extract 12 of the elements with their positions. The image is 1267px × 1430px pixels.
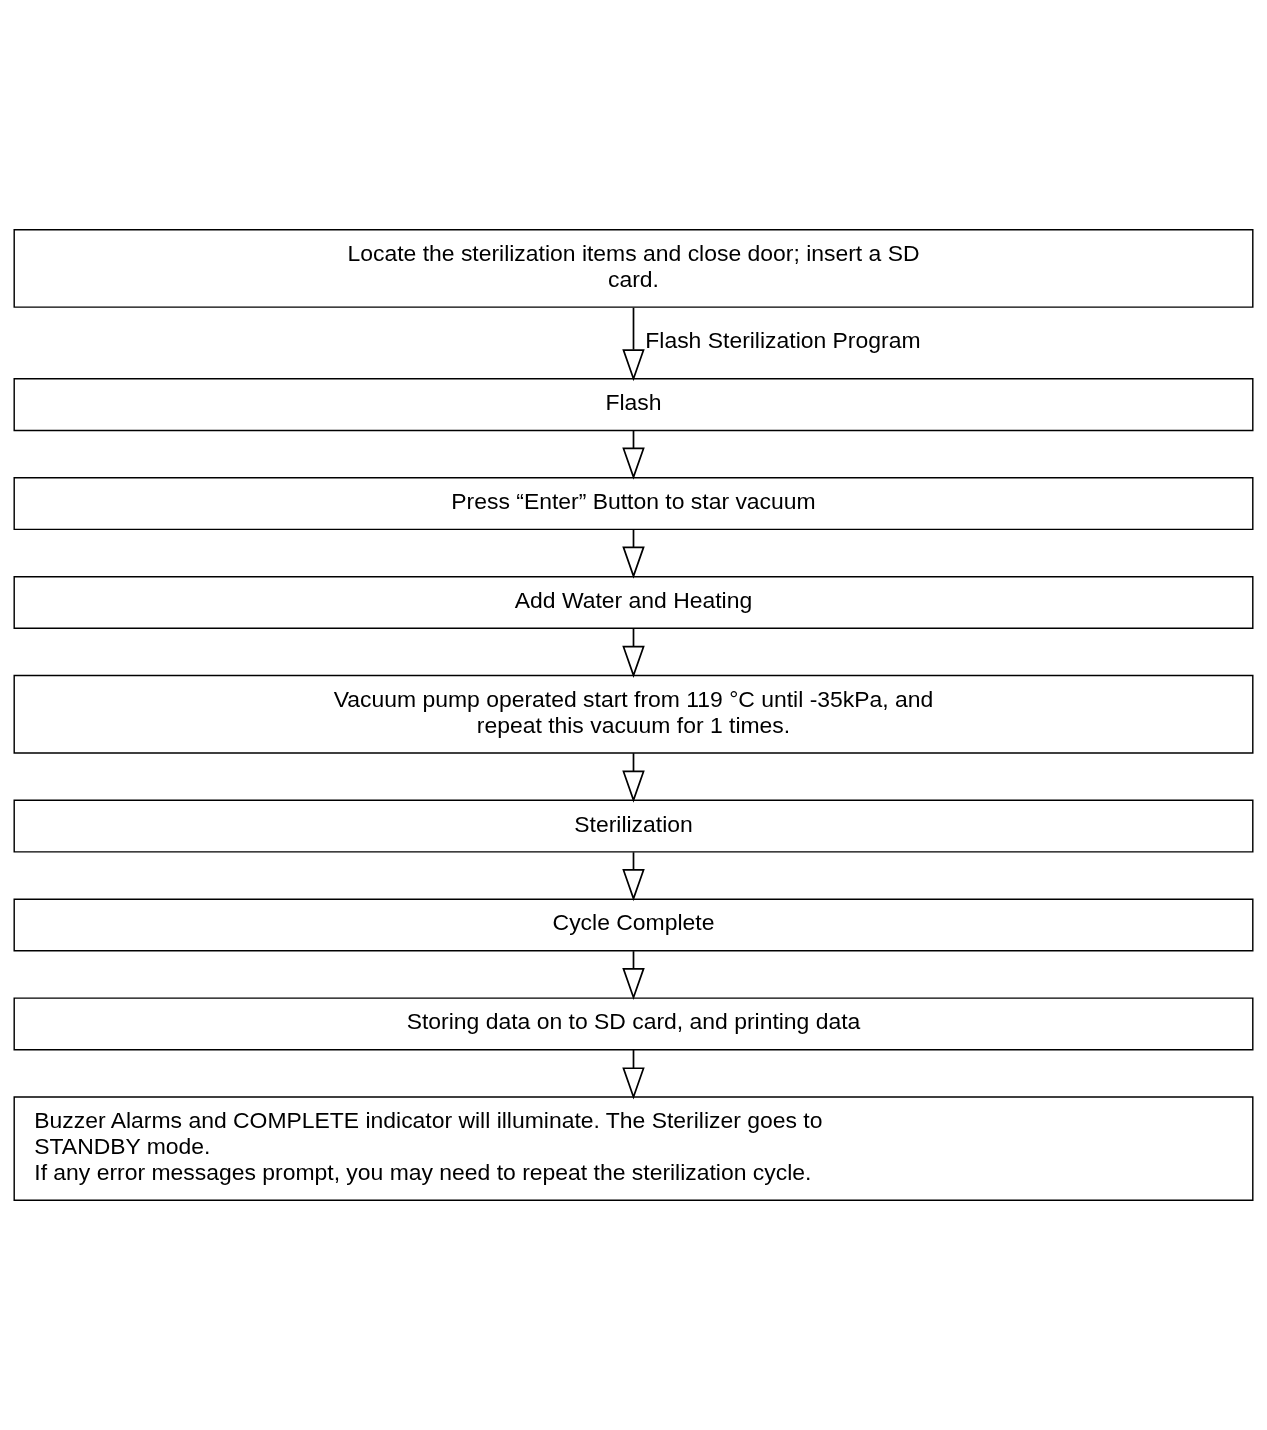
node-box: Cycle Complete	[13, 898, 1254, 952]
node-box: Storing data on to SD card, and printing data	[13, 997, 1254, 1051]
node-box: Add Water and Heating	[13, 575, 1254, 629]
node-box: Flash	[13, 378, 1254, 432]
node-box: Vacuum pump operated start from 119 °C until -35kPa, and repeat this vacuum for 1 times.	[13, 674, 1254, 754]
arrow	[622, 306, 645, 382]
node-box: Buzzer Alarms and COMPLETE indicator will illuminate. The Sterilizer goes to STANDBY mode. If any error messages prompt, you may need to repeat the sterilization cycle.	[13, 1096, 1254, 1201]
node-box: Sterilization	[13, 799, 1254, 853]
arrow	[622, 752, 645, 803]
node-box: Press “Enter” Button to star vacuum	[13, 477, 1254, 531]
edge-label: Flash Sterilization Program	[645, 327, 921, 354]
node-box: Locate the sterilization items and close door; insert a SD card.	[13, 229, 1254, 308]
